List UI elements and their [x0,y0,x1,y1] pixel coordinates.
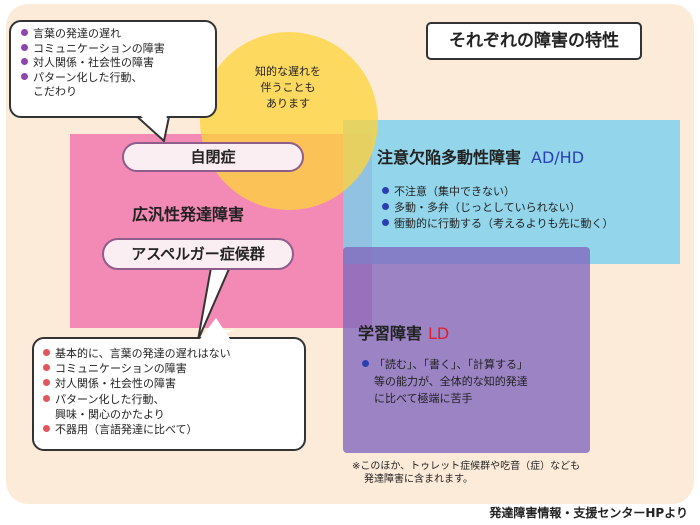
list-item: 不器用（言語発達に比べて） [43,422,231,437]
footnote-line: 発達障害に含まれます。 [364,474,473,485]
list-item: 衝動的に行動する（考えるよりも先に動く） [382,216,613,232]
autism-traits-list: 言葉の発達の遅れ コミュニケーションの障害 対人関係・社会性の障害 パターン化し… [21,27,165,100]
adhd-abbr: AD/HD [531,148,585,167]
list-item: コミュニケーションの障害 [21,42,165,57]
footnote: ※このほか、トゥレット症候群や吃音（症）なども 発達障害に含まれます。 [352,460,580,486]
intellectual-delay-note: 知的な遅れを 伴うことも あります [228,64,348,112]
asperger-label: アスペルガー症候群 [102,238,294,270]
source-credit: 発達障害情報・支援センターHPより [489,506,688,520]
list-item: パターン化した行動、 [21,71,165,86]
list-item: コミュニケーションの障害 [43,361,231,376]
ld-traits-list: 「読む」、「書く」、「計算する」 等の能力が、全体的な知的発達 に比べて極端に苦… [362,356,528,407]
list-item: に比べて極端に苦手 [374,392,473,405]
ld-title: 学習障害 LD [358,320,449,344]
intellectual-delay-circle [200,32,378,210]
autism-label: 自閉症 [122,142,304,172]
pdd-label: 広汎性発達障害 [132,205,245,224]
list-item: こだわり [33,85,77,98]
circle-note-line: 知的な遅れを [255,65,321,78]
list-item: 対人関係・社会性の障害 [43,376,231,391]
list-item: パターン化した行動、 [43,392,231,407]
asperger-traits-list: 基本的に、言葉の発達の遅れはない コミュニケーションの障害 対人関係・社会性の障… [43,346,231,437]
circle-note-line: 伴うことも [260,81,316,94]
ld-abbr: LD [428,324,450,343]
list-item: 基本的に、言葉の発達の遅れはない [43,346,231,361]
list-item: 等の能力が、全体的な知的発達 [374,375,528,388]
circle-note-line: あります [266,97,310,110]
list-item: 対人関係・社会性の障害 [21,56,165,71]
adhd-label: 注意欠陥多動性障害 [377,148,522,167]
ld-region [343,247,590,453]
adhd-traits-list: 不注意（集中できない） 多動・多弁（じっとしていられない） 衝動的に行動する（考… [382,184,613,232]
list-item: 言葉の発達の遅れ [21,27,165,42]
list-item: 興味・関心のかたより [55,407,165,421]
adhd-title: 注意欠陥多動性障害 AD/HD [377,144,584,168]
list-item: 「読む」、「書く」、「計算する」 [362,356,528,373]
footnote-line: ※このほか、トゥレット症候群や吃音（症）なども [352,461,581,472]
ld-label: 学習障害 [358,324,423,343]
diagram-title: それぞれの障害の特性 [426,22,642,60]
list-item: 多動・多弁（じっとしていられない） [382,200,613,216]
list-item: 不注意（集中できない） [382,184,613,200]
